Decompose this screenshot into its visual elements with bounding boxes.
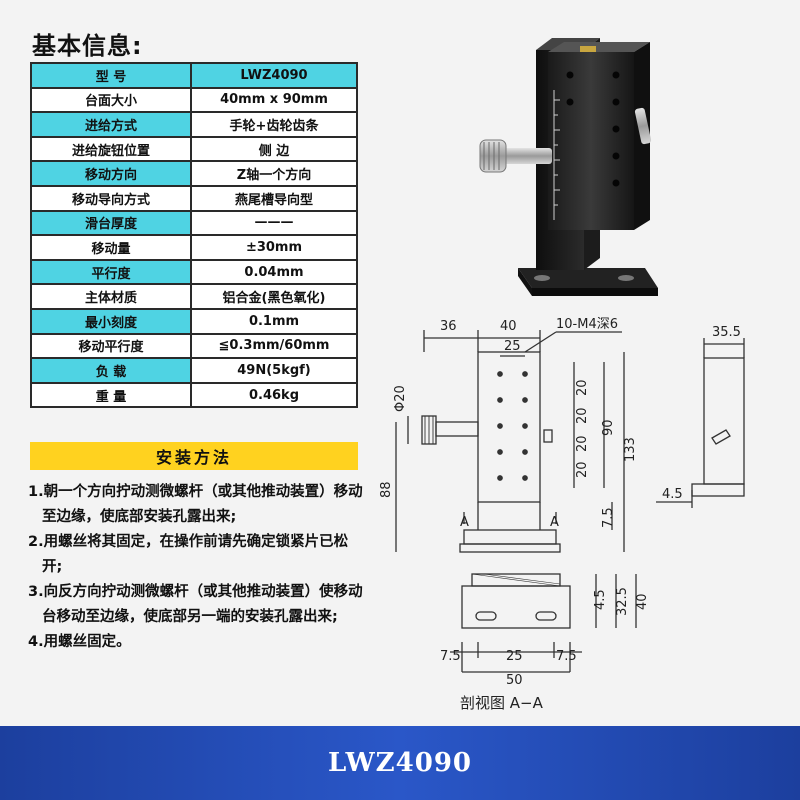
spec-value: 0.1mm: [190, 307, 358, 335]
spec-value: 燕尾槽导向型: [190, 184, 358, 212]
spec-value: 铝合金(黑色氧化): [190, 283, 358, 310]
spec-value: Z轴一个方向: [190, 160, 358, 187]
spec-key: 台面大小: [30, 86, 192, 114]
dim-4-5: 4.5: [593, 589, 608, 610]
spec-key: 负 载: [30, 357, 192, 384]
page-title: 基本信息:: [32, 32, 143, 60]
install-step: 2.用螺丝将其固定，在操作前请先确定锁紧片已松开;: [28, 534, 349, 575]
section-mark-a: A: [550, 515, 559, 530]
spec-value: 侧 边: [190, 135, 358, 163]
install-steps: 1.朝一个方向拧动测微螺杆（或其他推动装置）移动至边缘，使底部安装孔露出来; 2…: [28, 480, 368, 655]
spec-key: 进给方式: [30, 111, 192, 138]
dim-88: 88: [379, 481, 394, 498]
spec-row: 进给旋钮位置侧 边: [30, 135, 358, 163]
spec-value: 0.04mm: [190, 258, 358, 286]
dim-4-5: 4.5: [662, 487, 683, 502]
dim-20: 20: [575, 379, 590, 396]
dim-7-5: 7.5: [556, 649, 577, 664]
dim-90: 90: [601, 419, 616, 436]
dim-7-5: 7.5: [440, 649, 461, 664]
section-caption: 剖视图 A−A: [460, 694, 544, 712]
spec-key: 移动方向: [30, 160, 192, 187]
dim-25: 25: [504, 339, 521, 354]
footer-banner: LWZ4090: [0, 726, 800, 800]
install-step: 4.用螺丝固定。: [28, 634, 131, 650]
install-step: 3.向反方向拧动测微螺杆（或其他推动装置）使移动台移动至边缘，使底部另一端的安装…: [28, 584, 363, 625]
spec-row: 移动量±30mm: [30, 234, 358, 261]
dim-35-5: 35.5: [712, 325, 741, 340]
dim-133: 133: [623, 437, 638, 462]
dim-phi20: Φ20: [393, 385, 408, 412]
spec-key: 主体材质: [30, 283, 192, 310]
spec-key: 滑台厚度: [30, 209, 192, 237]
spec-row: 主体材质铝合金(黑色氧化): [30, 283, 358, 310]
section-mark-a: A: [460, 515, 469, 530]
dim-20: 20: [575, 461, 590, 478]
spec-key: 进给旋钮位置: [30, 135, 192, 163]
spec-value: 0.46kg: [190, 381, 358, 409]
dim-36: 36: [440, 319, 457, 334]
spec-header-row: 型 号 LWZ4090: [30, 62, 358, 89]
dim-7-5: 7.5: [601, 507, 616, 528]
dim-25: 25: [506, 649, 523, 664]
spec-key: 最小刻度: [30, 307, 192, 335]
footer-model-label: LWZ4090: [327, 748, 473, 778]
dim-40: 40: [635, 593, 650, 610]
dim-20: 20: [575, 435, 590, 452]
spec-key: 移动导向方式: [30, 184, 192, 212]
spec-value: 49N(5kgf): [190, 357, 358, 384]
dim-32-5: 32.5: [615, 587, 630, 616]
spec-row: 移动导向方式燕尾槽导向型: [30, 184, 358, 212]
spec-key: 平行度: [30, 258, 192, 286]
spec-row: 滑台厚度———: [30, 209, 358, 237]
spec-row: 进给方式手轮+齿轮齿条: [30, 111, 358, 138]
spec-value: ———: [190, 209, 358, 237]
dim-20: 20: [575, 407, 590, 424]
spec-key: 移动平行度: [30, 332, 192, 360]
spec-row: 移动平行度≦0.3mm/60mm: [30, 332, 358, 360]
dim-holes: 10-M4深6: [556, 317, 618, 332]
technical-drawing: 36 40 10-M4深6 25 Φ20 20 20 20 20 90 133 …: [379, 317, 745, 712]
spec-value: 40mm x 90mm: [190, 86, 358, 114]
dim-50: 50: [506, 673, 523, 688]
spec-value: ≦0.3mm/60mm: [190, 332, 358, 360]
spec-key: 型 号: [30, 62, 192, 89]
spec-value: 手轮+齿轮齿条: [190, 111, 358, 138]
dim-40: 40: [500, 319, 517, 334]
spec-value: ±30mm: [190, 234, 358, 261]
install-method-heading: 安装方法: [30, 442, 358, 470]
install-step: 1.朝一个方向拧动测微螺杆（或其他推动装置）移动至边缘，使底部安装孔露出来;: [28, 484, 363, 525]
spec-value: LWZ4090: [190, 62, 358, 89]
product-photo: [479, 38, 658, 296]
spec-key: 重 量: [30, 381, 192, 409]
spec-key: 移动量: [30, 234, 192, 261]
